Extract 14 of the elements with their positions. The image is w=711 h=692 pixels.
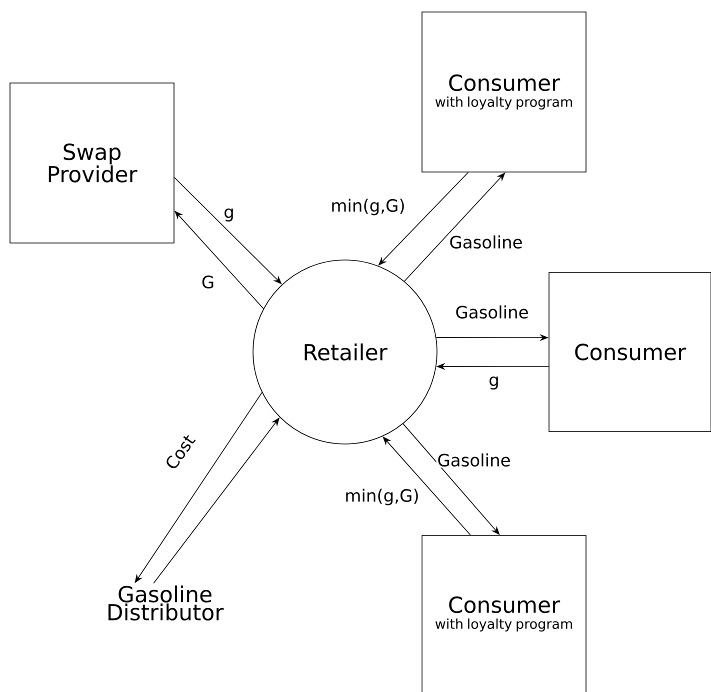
process-box: Swap Provider <box>10 82 174 244</box>
process-box: Consumer with loyalty program <box>422 535 586 692</box>
entity-label: Gasoline Distributor <box>108 585 224 621</box>
edge-label: min(g,G) <box>344 488 420 506</box>
edge-label: g <box>222 207 236 223</box>
edge-label: Gasoline <box>454 304 530 320</box>
edge-label: Gasoline <box>448 234 524 250</box>
process-box: Consumer <box>548 272 711 432</box>
edge-label: min(g,G) <box>330 198 406 216</box>
edge-label: G <box>200 274 216 290</box>
edge-label: Gasoline <box>436 452 512 468</box>
process-box: Consumer with loyalty program <box>422 12 586 172</box>
arrow <box>174 177 282 284</box>
edge-label: g <box>488 375 500 391</box>
